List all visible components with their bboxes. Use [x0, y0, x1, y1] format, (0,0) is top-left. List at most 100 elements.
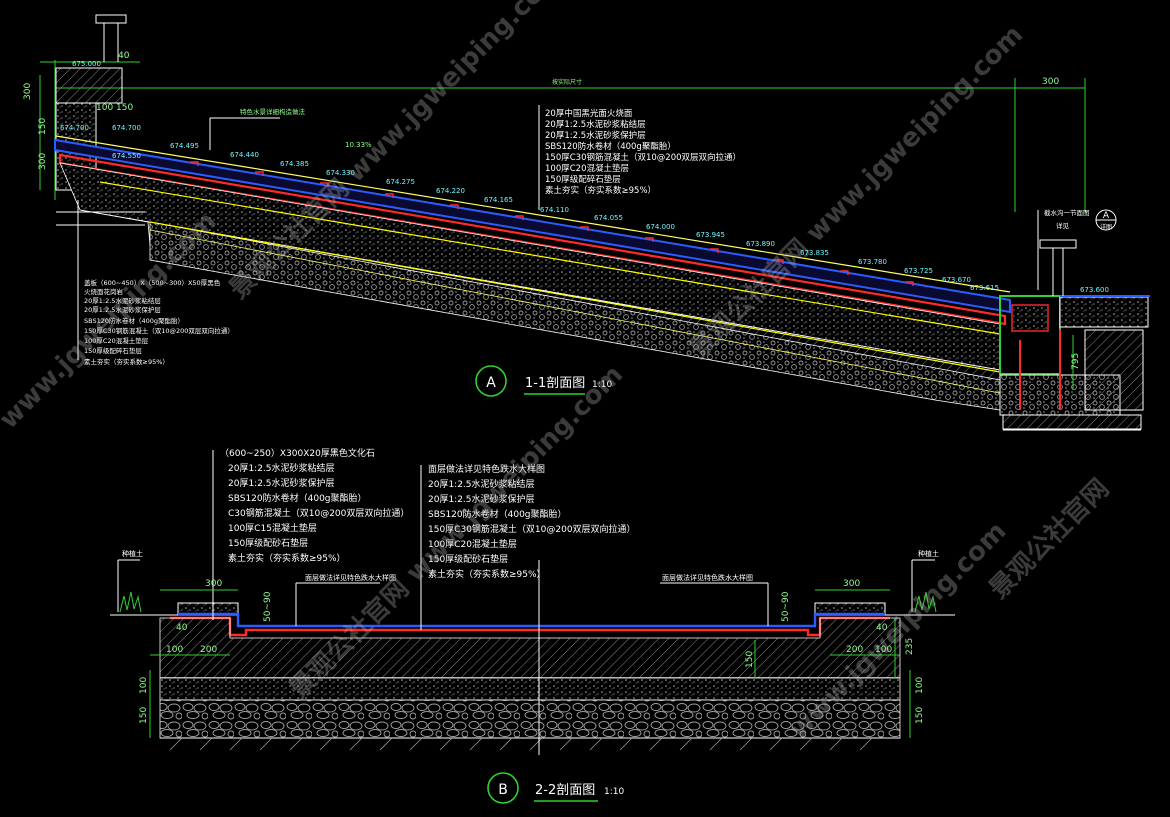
- elev-5: 674.440: [230, 151, 259, 159]
- svg-text:素土夯实（夯实系数≥95%）: 素土夯实（夯实系数≥95%）: [545, 185, 656, 196]
- section-a-layers-top: 20厚中国黑光面火烧面 20厚1:2.5水泥砂浆粘结层 20厚1:2.5水泥砂浆…: [545, 108, 741, 196]
- section-a-badge: [475, 365, 507, 397]
- section-a-badge-letter: A: [486, 375, 496, 391]
- elev-17: 673.780: [858, 258, 887, 266]
- elev-9: 674.220: [436, 187, 465, 195]
- elev-16: 673.835: [800, 249, 829, 257]
- section-b-water: [178, 612, 885, 628]
- svg-text:SBS120防水卷材（400g聚酯胎）: SBS120防水卷材（400g聚酯胎）: [545, 141, 676, 152]
- svg-text:100厚C20混凝土垫层: 100厚C20混凝土垫层: [428, 538, 517, 550]
- dim-b-100-right: 100: [875, 645, 892, 655]
- dim-b-40-right: 40: [876, 623, 888, 633]
- plant-soil-right: 种植土: [918, 549, 939, 558]
- dim-b-235: 235: [905, 638, 915, 655]
- elev-1: 674.700: [60, 124, 89, 132]
- svg-text:SBS120防水卷材（400g聚酯胎）: SBS120防水卷材（400g聚酯胎）: [84, 316, 184, 325]
- dim-b-v-150-left: 150: [139, 707, 149, 724]
- svg-text:（600~250）X300X20厚黑色文化石: （600~250）X300X20厚黑色文化石: [220, 447, 375, 459]
- elev-3: 674.550: [112, 152, 141, 160]
- surface-note-right: 面层做法详见特色跌水大样图: [662, 573, 753, 582]
- drain-label-2: 详见: [1056, 221, 1070, 230]
- plant-soil-left: 种植土: [122, 549, 143, 558]
- dim-b-150-mid: 150: [745, 651, 755, 668]
- elev-21: 673.600: [1080, 286, 1109, 294]
- svg-text:20厚1:2.5水泥砂浆粘结层: 20厚1:2.5水泥砂浆粘结层: [545, 119, 646, 130]
- elev-7: 674.330: [326, 169, 355, 177]
- section-b-stones: [159, 699, 901, 739]
- elev-2: 674.700: [112, 124, 141, 132]
- svg-text:素土夯实（夯实系数≥95%）: 素土夯实（夯实系数≥95%）: [428, 568, 546, 580]
- elev-19: 673.670: [942, 276, 971, 284]
- svg-text:20厚1:2.5水泥砂浆粘结层: 20厚1:2.5水泥砂浆粘结层: [228, 462, 335, 474]
- section-b-badge: [487, 772, 519, 804]
- dim-left-300-top: 300: [23, 83, 33, 100]
- svg-text:150厚级配砂石垫层: 150厚级配砂石垫层: [428, 553, 508, 565]
- elev-11: 674.110: [540, 206, 569, 214]
- watermark-6: www.jgweiping.com: [0, 206, 222, 435]
- dim-b-200-left: 200: [200, 645, 217, 655]
- dim-right-795: 795: [1071, 353, 1081, 370]
- svg-text:150厚级配碎石垫层: 150厚级配碎石垫层: [84, 346, 142, 355]
- dim-b-50-90-right: 50~90: [781, 591, 791, 622]
- svg-text:SBS120防水卷材（400g聚酯胎）: SBS120防水卷材（400g聚酯胎）: [228, 492, 367, 504]
- svg-text:20厚1:2.5水泥砂浆粘结层: 20厚1:2.5水泥砂浆粘结层: [428, 478, 535, 490]
- svg-text:盖板（600~450）X（500~300）X50厚黑色: 盖板（600~450）X（500~300）X50厚黑色: [84, 278, 221, 287]
- dim-left-150: 150: [38, 118, 48, 135]
- svg-text:面层做法详见特色跌水大样图: 面层做法详见特色跌水大样图: [428, 463, 545, 475]
- section-a-drawing: [39, 14, 1150, 431]
- dim-mid-100: 100: [96, 103, 113, 113]
- section-a-title: 1-1剖面图: [525, 376, 585, 391]
- slope-label: 10.33%: [345, 141, 372, 149]
- section-b-title: 2-2剖面图: [535, 783, 595, 798]
- dim-right-300: 300: [1042, 77, 1059, 87]
- drain-badge-sub: 详图: [1100, 223, 1112, 231]
- svg-text:20厚1:2.5水泥砂浆粘结层: 20厚1:2.5水泥砂浆粘结层: [84, 296, 161, 305]
- section-a-scale: 1:10: [592, 380, 612, 390]
- svg-text:20厚1:2.5水泥砂浆保护层: 20厚1:2.5水泥砂浆保护层: [428, 493, 535, 505]
- callout-top-left: 特色水景详细构造做法: [240, 107, 306, 116]
- svg-text:C30钢筋混凝土（双10@200双层双向拉通）: C30钢筋混凝土（双10@200双层双向拉通）: [228, 507, 409, 519]
- dim-b-100-left: 100: [166, 645, 183, 655]
- svg-text:150厚级配砂石垫层: 150厚级配砂石垫层: [228, 537, 308, 549]
- section-b-layers-center: 面层做法详见特色跌水大样图 20厚1:2.5水泥砂浆粘结层 20厚1:2.5水泥…: [428, 463, 636, 580]
- elev-15: 673.890: [746, 240, 775, 248]
- svg-text:150厚C30钢筋混凝土（双10@200双层双向拉通）: 150厚C30钢筋混凝土（双10@200双层双向拉通）: [428, 523, 636, 535]
- dim-b-200-right: 200: [846, 645, 863, 655]
- section-a-layers-left: 盖板（600~450）X（500~300）X50厚黑色 火烧面花岗岩 20厚1:…: [84, 278, 234, 366]
- elev-10: 674.165: [484, 196, 513, 204]
- dim-run-label: 按实际尺寸: [552, 78, 582, 86]
- dim-b-v-100-right: 100: [915, 677, 925, 694]
- svg-text:素土夯实（夯实系数≥95%）: 素土夯实（夯实系数≥95%）: [84, 357, 169, 366]
- elev-14: 673.945: [696, 231, 725, 239]
- elev-12: 674.055: [594, 214, 623, 222]
- svg-text:100厚C15混凝土垫层: 100厚C15混凝土垫层: [228, 522, 317, 534]
- dim-b-300-left: 300: [205, 579, 222, 589]
- svg-text:20厚1:2.5水泥砂浆保护层: 20厚1:2.5水泥砂浆保护层: [84, 305, 161, 314]
- svg-text:100厚C20混凝土垫层: 100厚C20混凝土垫层: [84, 336, 149, 345]
- elev-4: 674.495: [170, 142, 199, 150]
- elev-18: 673.725: [904, 267, 933, 275]
- section-b-scale: 1:10: [604, 787, 624, 797]
- drain-label-1: 截水沟一节面图: [1044, 208, 1090, 217]
- dim-b-v-100-left: 100: [139, 677, 149, 694]
- svg-text:20厚中国黑光面火烧面: 20厚中国黑光面火烧面: [545, 108, 633, 119]
- gravel-layer: [149, 221, 1001, 411]
- dim-b-40-left: 40: [176, 623, 188, 633]
- elev-0: 675.000: [72, 60, 101, 68]
- section-b-badge-letter: B: [498, 782, 508, 798]
- section-b-gravel: [159, 677, 901, 701]
- elev-8: 674.275: [386, 178, 415, 186]
- dim-b-300-right: 300: [843, 579, 860, 589]
- waterproof-layer: [58, 153, 1007, 326]
- svg-text:150厚C30钢筋混凝土（双10@200双层双向拉通）: 150厚C30钢筋混凝土（双10@200双层双向拉通）: [84, 326, 234, 335]
- svg-text:150厚级配碎石垫层: 150厚级配碎石垫层: [545, 174, 621, 185]
- svg-text:素土夯实（夯实系数≥95%）: 素土夯实（夯实系数≥95%）: [228, 552, 346, 564]
- section-b-layers-left: （600~250）X300X20厚黑色文化石 20厚1:2.5水泥砂浆粘结层 2…: [220, 447, 409, 564]
- elev-13: 674.000: [646, 223, 675, 231]
- dim-left-300-bottom: 300: [38, 153, 48, 170]
- drain-badge-letter: A: [1103, 211, 1110, 221]
- svg-text:150厚C30钢筋混凝土（双10@200双层双向拉通）: 150厚C30钢筋混凝土（双10@200双层双向拉通）: [545, 152, 741, 163]
- water-layer: [54, 138, 1011, 314]
- dim-mid-150: 150: [116, 103, 133, 113]
